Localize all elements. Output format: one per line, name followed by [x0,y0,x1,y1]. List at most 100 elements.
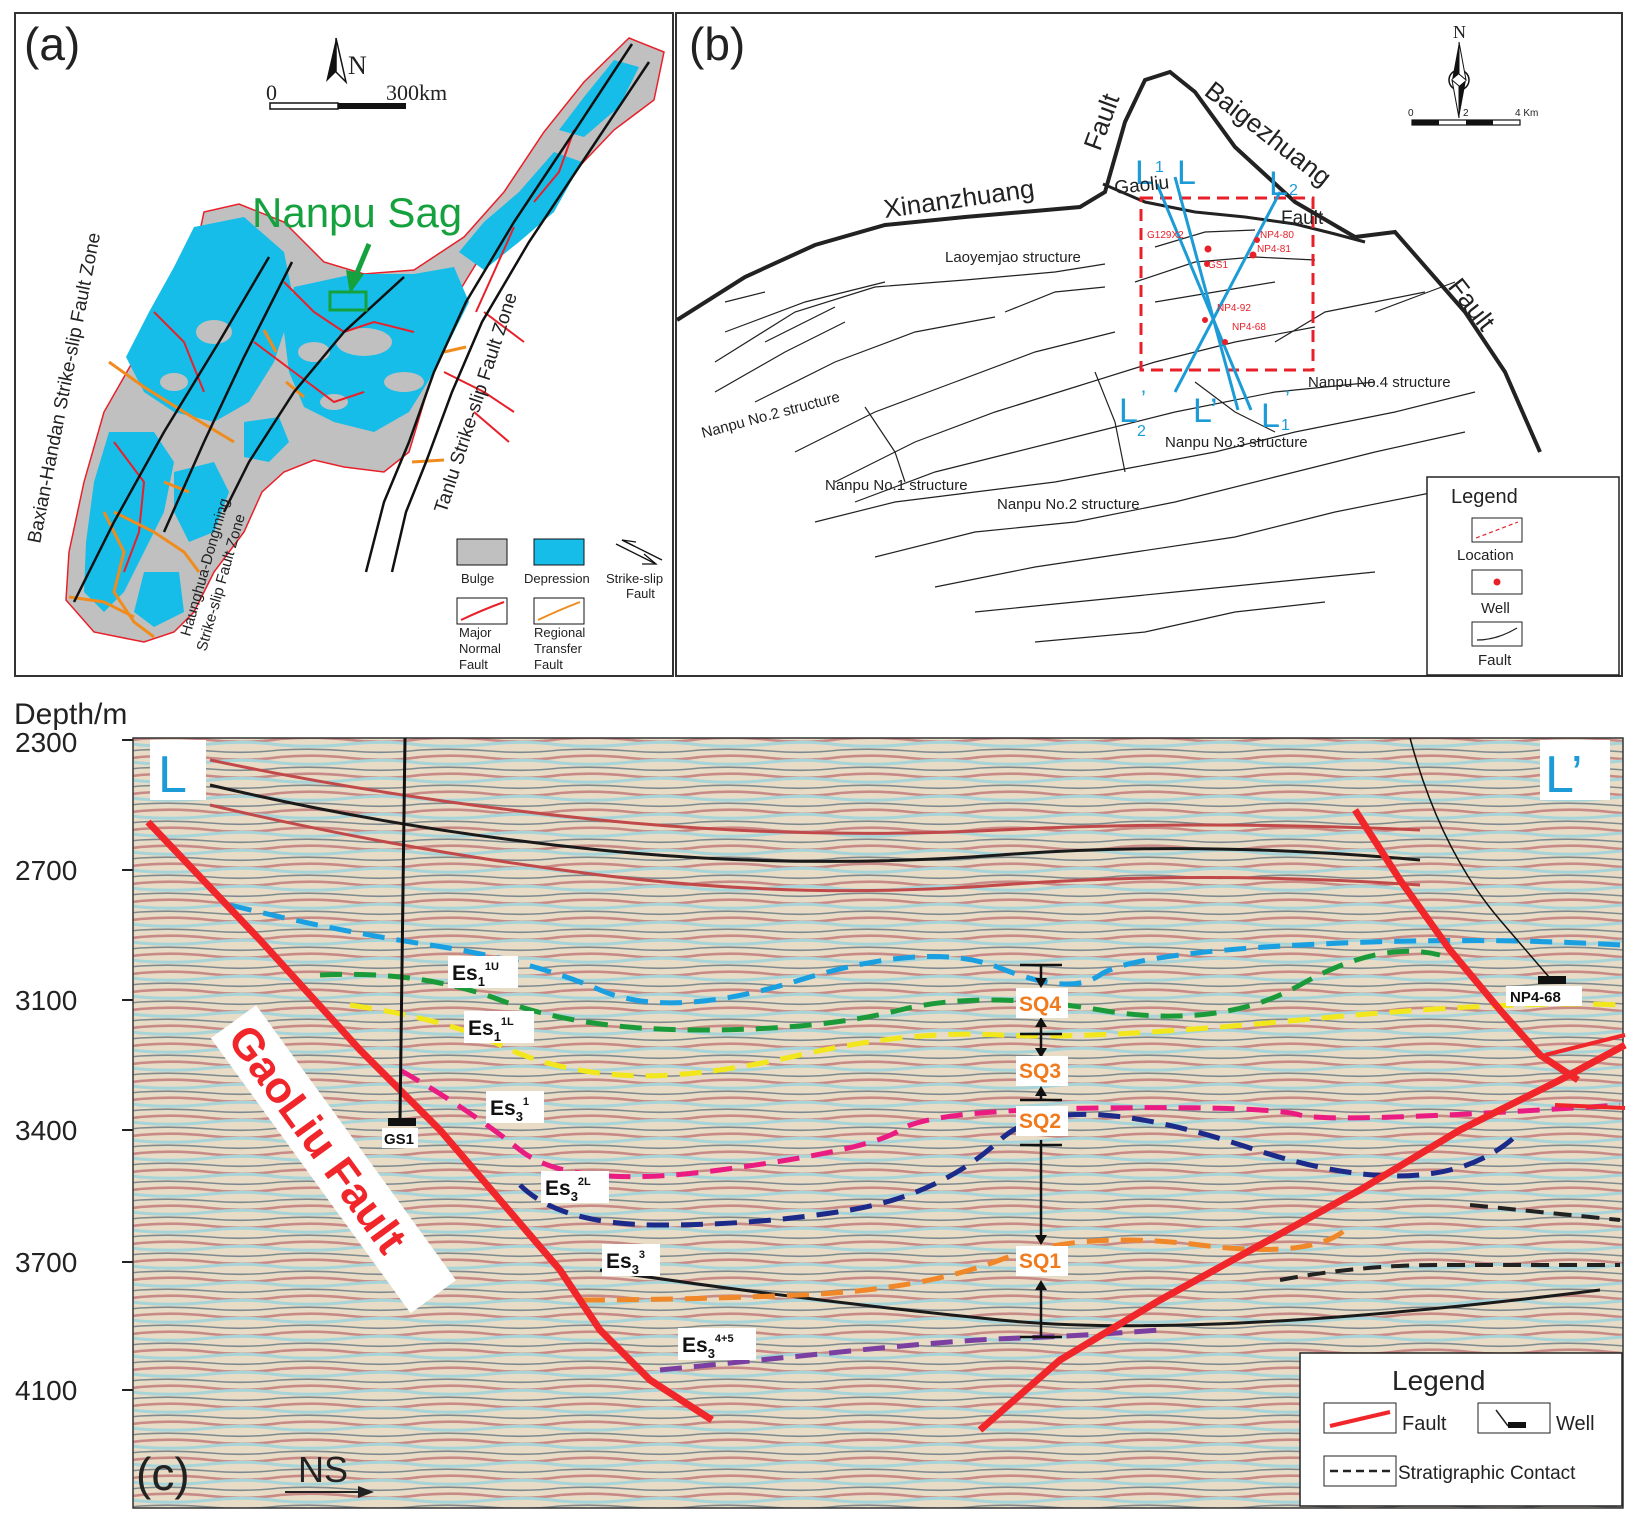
svg-text:Es33: Es33 [606,1249,645,1277]
legend-depression-label: Depression [524,571,590,586]
depth-tick-2300: 2300 [15,727,77,758]
horizon-base [659,1327,1161,1373]
fault-lower-right [977,1041,1627,1433]
gaoliu-fault-line-c [145,819,714,1423]
horizon-es1u [229,902,1621,1006]
unit-es33: Es33 [602,1244,660,1277]
structure-nanpu-4: Nanpu No.4 structure [1308,374,1451,391]
structure-laoyemjao: Laoyemjao structure [945,249,1081,266]
panel-c-label: (c) [136,1448,190,1500]
well-np4-80: NP4-80 [1260,230,1294,241]
unit-es1u: Es11U [448,956,518,989]
legend-b-well: Well [1481,600,1510,617]
contact-lower [1279,1263,1620,1282]
legend-c-title: Legend [1392,1365,1485,1396]
well-np4-68-marker [1538,976,1566,984]
horizon-es32 [398,1067,1621,1180]
scale-tick-2: 2 [1463,108,1469,119]
section-l2p: L [1119,392,1138,430]
svg-text:Es34+5: Es34+5 [682,1333,734,1361]
well-gs1-trajectory [398,737,407,1121]
legend-strike-slip-label-1: Strike-slip [606,571,663,586]
panel-a-label: (a) [24,18,80,70]
section-lines [1155,176,1282,411]
well-np4-68-trajectory [1409,737,1553,981]
well-np4-81: NP4-81 [1257,244,1291,255]
scale-end: 300km [386,80,447,105]
well-np4-92: NP4-92 [1217,303,1251,314]
legend-regional-label-3: Fault [534,657,563,672]
legend-c-fault: Fault [1402,1413,1447,1435]
legend-c-contact: Stratigraphic Contact [1398,1463,1576,1484]
strike-slip-faults [72,43,651,603]
sequence-sq2: SQ2 [1019,1110,1061,1133]
legend-bulge-swatch [456,538,508,566]
legend-depression-swatch [533,538,585,566]
structure-nanpu-1: Nanpu No.1 structure [825,477,968,494]
legend-regional-label-2: Transfer [534,641,583,656]
fault-branch-right [1544,1033,1626,1057]
panel-c-legend: Legend Fault Well Stratigraphic Contact [1299,1352,1623,1507]
fault-branch-right-2 [1554,1103,1626,1110]
corner-label-right-box [1540,740,1610,800]
depth-axis-title: Depth/m [14,700,127,731]
well-gs1-label: GS1 [384,1131,414,1148]
scale-zero: 0 [266,80,277,105]
direction-arrow-head-icon [358,1486,374,1498]
well-g129x2: G129X2 [1147,230,1184,241]
depth-tick-marks [122,739,133,1391]
well-gs1-label-bg [382,1128,418,1148]
sequence-brackets [1020,963,1062,1339]
corner-label-left-box [150,740,206,800]
legend-c-well: Well [1556,1413,1595,1435]
legend-b-fault: Fault [1478,652,1512,669]
well-markers [1202,237,1260,345]
strike-slip-symbol-icon [615,539,663,565]
section-l2p-prime: ’ [1141,386,1146,411]
panel-c: Depth/m 2300 2700 3100 3400 3700 4100 L … [14,700,1627,1509]
structure-nanpu-2-south: Nanpu No.2 structure [997,496,1140,513]
section-lp: L’ [1193,392,1218,430]
svg-text:Es11U: Es11U [452,961,499,989]
section-l1p-prime: ’ [1285,386,1290,411]
unit-es1l: Es11L [464,1011,534,1044]
depth-tick-3100: 3100 [15,985,77,1016]
internal-faults [714,229,1476,643]
depth-tick-2700: 2700 [15,855,77,886]
scale-tick-4: 4 Km [1515,108,1538,119]
horizon-es33 [518,1111,1522,1228]
legend-major-label-3: Fault [459,657,488,672]
svg-text:Es11L: Es11L [468,1016,514,1044]
svg-text:Es32L: Es32L [545,1176,591,1204]
nanpu-sag-arrow-head [346,270,364,294]
svg-text:Es31: Es31 [490,1096,529,1124]
legend-major-label-2: Normal [459,641,501,656]
section-l: L [1177,154,1196,192]
strong-reflectors [209,758,1601,1328]
sequence-arrowheads [1035,978,1047,1290]
corner-label-left: L [158,746,187,804]
nanpu-sag-callout: Nanpu Sag [252,189,462,236]
fault-name-fault-3: Fault [1281,208,1324,229]
legend-bulge-label: Bulge [461,571,494,586]
section-l2: L [1269,165,1288,203]
gaoliu-fault-line [1102,182,1366,244]
well-np4-68-label-bg [1506,986,1582,1006]
xinanzhuang-fault-line [675,69,1542,453]
horizons [229,902,1621,1373]
well-np4-68: NP4-68 [1232,322,1266,333]
well-gs1-marker [388,1118,416,1126]
panel-b: (b) N 0 2 4 Km [675,12,1623,677]
horizon-es1l [319,948,1441,1033]
north-arrow-icon [326,37,348,85]
contact-upper [1469,1203,1621,1222]
section-l2p-sub: 2 [1137,423,1146,440]
legend-major-label-1: Major [459,625,492,640]
well-np4-68-label: NP4-68 [1510,989,1561,1006]
panel-a-legend: Bulge Depression Strike-slip Fault Major… [456,538,663,672]
nanpu-sag-box [328,290,368,312]
legend-regional-label-1: Regional [534,625,585,640]
unit-labels: Es11U Es11L Es31 Es32L Es33 Es34+5 [448,956,756,1361]
unit-es31: Es31 [486,1091,544,1124]
unit-es32l: Es32L [541,1171,609,1204]
